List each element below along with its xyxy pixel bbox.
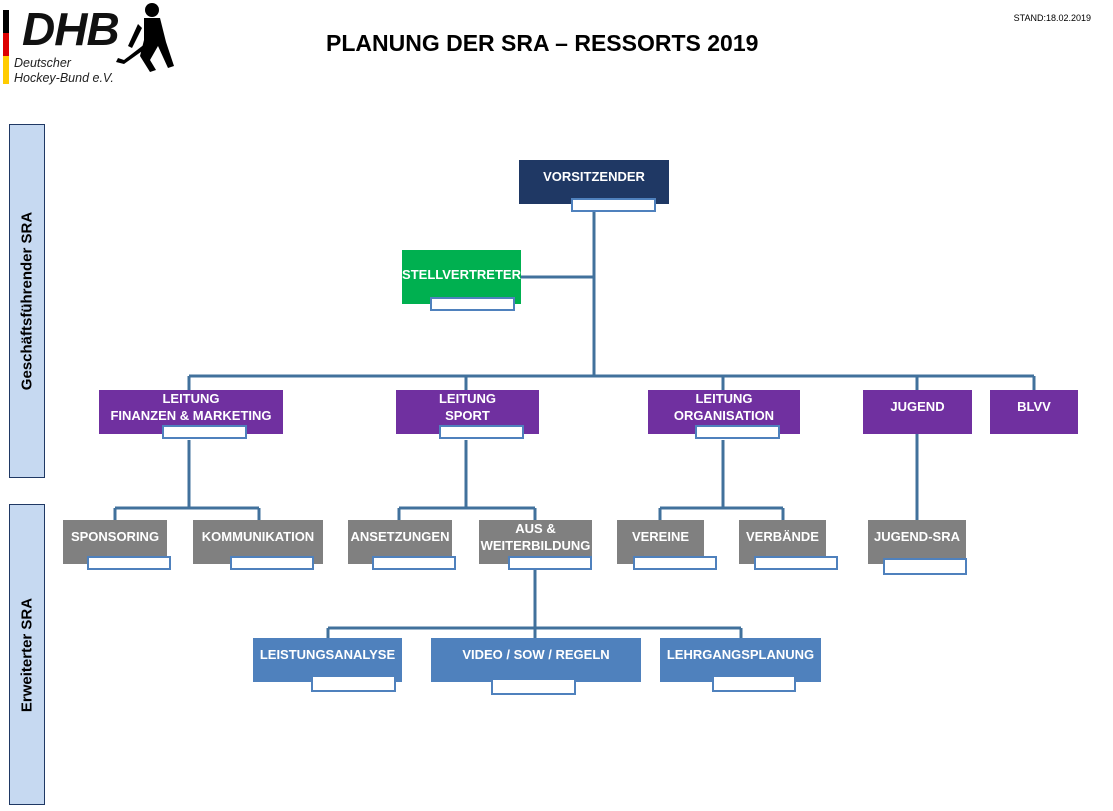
name-slot-verbaende xyxy=(754,556,838,570)
node-vereine-label: VEREINE xyxy=(631,529,690,544)
logo-subtitle: Deutscher Hockey-Bund e.V. xyxy=(14,56,114,86)
node-jugend-label: JUGEND xyxy=(890,399,945,414)
name-slot-leistungsanalyse xyxy=(311,675,396,692)
name-slot-organisation xyxy=(695,425,780,439)
name-slot-aus-weiterbildung xyxy=(508,556,592,570)
node-jugend-sra: JUGEND-SRA xyxy=(868,520,966,564)
node-blvv-label: BLVV xyxy=(1017,399,1051,414)
stand-date: STAND:18.02.2019 xyxy=(1013,13,1091,23)
node-jugend: JUGEND xyxy=(863,390,972,434)
name-slot-jugend-sra xyxy=(883,558,967,575)
node-sponsoring-label: SPONSORING xyxy=(70,529,160,544)
node-vorsitzender-label: VORSITZENDER xyxy=(543,169,645,184)
dhb-logo: DHB Deutscher Hockey-Bund e.V. xyxy=(0,0,190,95)
name-slot-finanzen xyxy=(162,425,247,439)
node-stellvertreter-label: STELLVERTRETER xyxy=(402,267,521,282)
node-leitung-finanzen-label: LEITUNG FINANZEN & MARKETING xyxy=(110,390,271,424)
aus-line2: WEITERBILDUNG xyxy=(480,538,591,553)
node-video-sow-regeln: VIDEO / SOW / REGELN xyxy=(431,638,641,682)
node-leistungsanalyse: LEISTUNGSANALYSE xyxy=(253,638,402,682)
node-lehrgangsplanung: LEHRGANGSPLANUNG xyxy=(660,638,821,682)
name-slot-stellvertreter xyxy=(430,297,515,311)
organisation-line2: ORGANISATION xyxy=(673,408,775,423)
node-leitung-sport-label: LEITUNG SPORT xyxy=(439,390,496,424)
side-panel-geschaeftsfuehrend: Geschäftsführender SRA xyxy=(9,124,45,478)
name-slot-vorsitzender xyxy=(571,198,656,212)
organisation-line1: LEITUNG xyxy=(695,391,753,406)
sport-line1: LEITUNG xyxy=(438,391,497,406)
node-lehrgangsplanung-label: LEHRGANGSPLANUNG xyxy=(666,647,815,662)
finanzen-line2: FINANZEN & MARKETING xyxy=(110,408,272,423)
finanzen-line1: LEITUNG xyxy=(162,391,220,406)
name-slot-kommunikation xyxy=(230,556,314,570)
side-panel-erweitert: Erweiterter SRA xyxy=(9,504,45,805)
name-slot-video-sow-regeln xyxy=(491,678,576,695)
node-stellvertreter: STELLVERTRETER xyxy=(402,250,521,304)
node-vorsitzender: VORSITZENDER xyxy=(519,160,669,204)
node-aus-weiterbildung-label: AUS & WEITERBILDUNG xyxy=(481,520,591,554)
node-jugend-sra-label: JUGEND-SRA xyxy=(874,529,960,544)
page-title: PLANUNG DER SRA – RESSORTS 2019 xyxy=(326,30,759,56)
name-slot-ansetzungen xyxy=(372,556,456,570)
name-slot-sport xyxy=(439,425,524,439)
logo-subtitle-line1: Deutscher xyxy=(14,56,71,70)
sport-line2: SPORT xyxy=(445,408,490,423)
logo-graphic xyxy=(3,3,174,84)
aus-line1: AUS & xyxy=(515,521,556,536)
node-verbaende-label: VERBÄNDE xyxy=(746,529,819,544)
node-blvv: BLVV xyxy=(990,390,1078,434)
name-slot-vereine xyxy=(633,556,717,570)
node-kommunikation-label: KOMMUNIKATION xyxy=(201,529,315,544)
node-leitung-organisation-label: LEITUNG ORGANISATION xyxy=(674,390,774,424)
logo-subtitle-line2: Hockey-Bund e.V. xyxy=(14,71,114,85)
name-slot-lehrgangsplanung xyxy=(712,675,796,692)
logo-text: DHB xyxy=(22,3,120,55)
node-video-sow-regeln-label: VIDEO / SOW / REGELN xyxy=(462,647,610,662)
name-slot-sponsoring xyxy=(87,556,171,570)
node-leistungsanalyse-label: LEISTUNGSANALYSE xyxy=(259,647,396,662)
node-ansetzungen-label: ANSETZUNGEN xyxy=(350,529,450,544)
